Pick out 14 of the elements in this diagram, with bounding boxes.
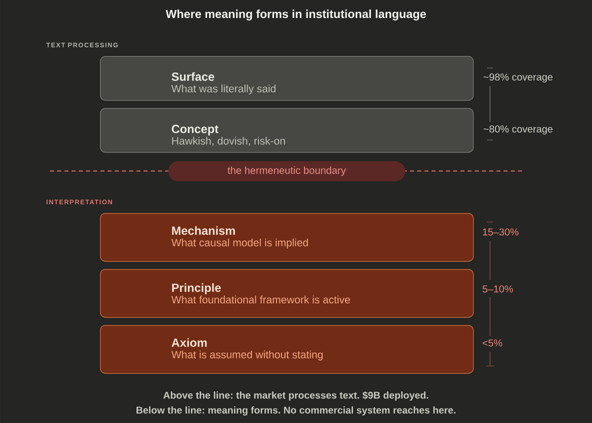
layer-box: Axiom What is assumed without stating <box>100 324 474 374</box>
layer-box: Surface What was literally said <box>100 56 474 101</box>
layer-box: Principle What foundational framework is active <box>100 269 474 318</box>
layer-box: Mechanism What causal model is implied <box>100 213 474 262</box>
percentage-label: 15–30% <box>482 228 519 236</box>
caption-text: Below the line: meaning forms. No commercial system reaches here. <box>136 406 456 416</box>
coverage-label: ~80% coverage <box>484 125 552 135</box>
layer-box: Concept Hawkish, dovish, risk-on <box>100 108 474 153</box>
caption-text: Above the line: the market processes text. $9B deployed. <box>163 391 428 401</box>
title: Where meaning forms in institutional language <box>166 10 426 20</box>
coverage-label: ~98% coverage <box>484 73 552 83</box>
boundary-pill: the hermeneutic boundary <box>168 161 406 182</box>
percentage-label: <5% <box>482 339 502 346</box>
percentage-label: 5–10% <box>482 285 513 293</box>
